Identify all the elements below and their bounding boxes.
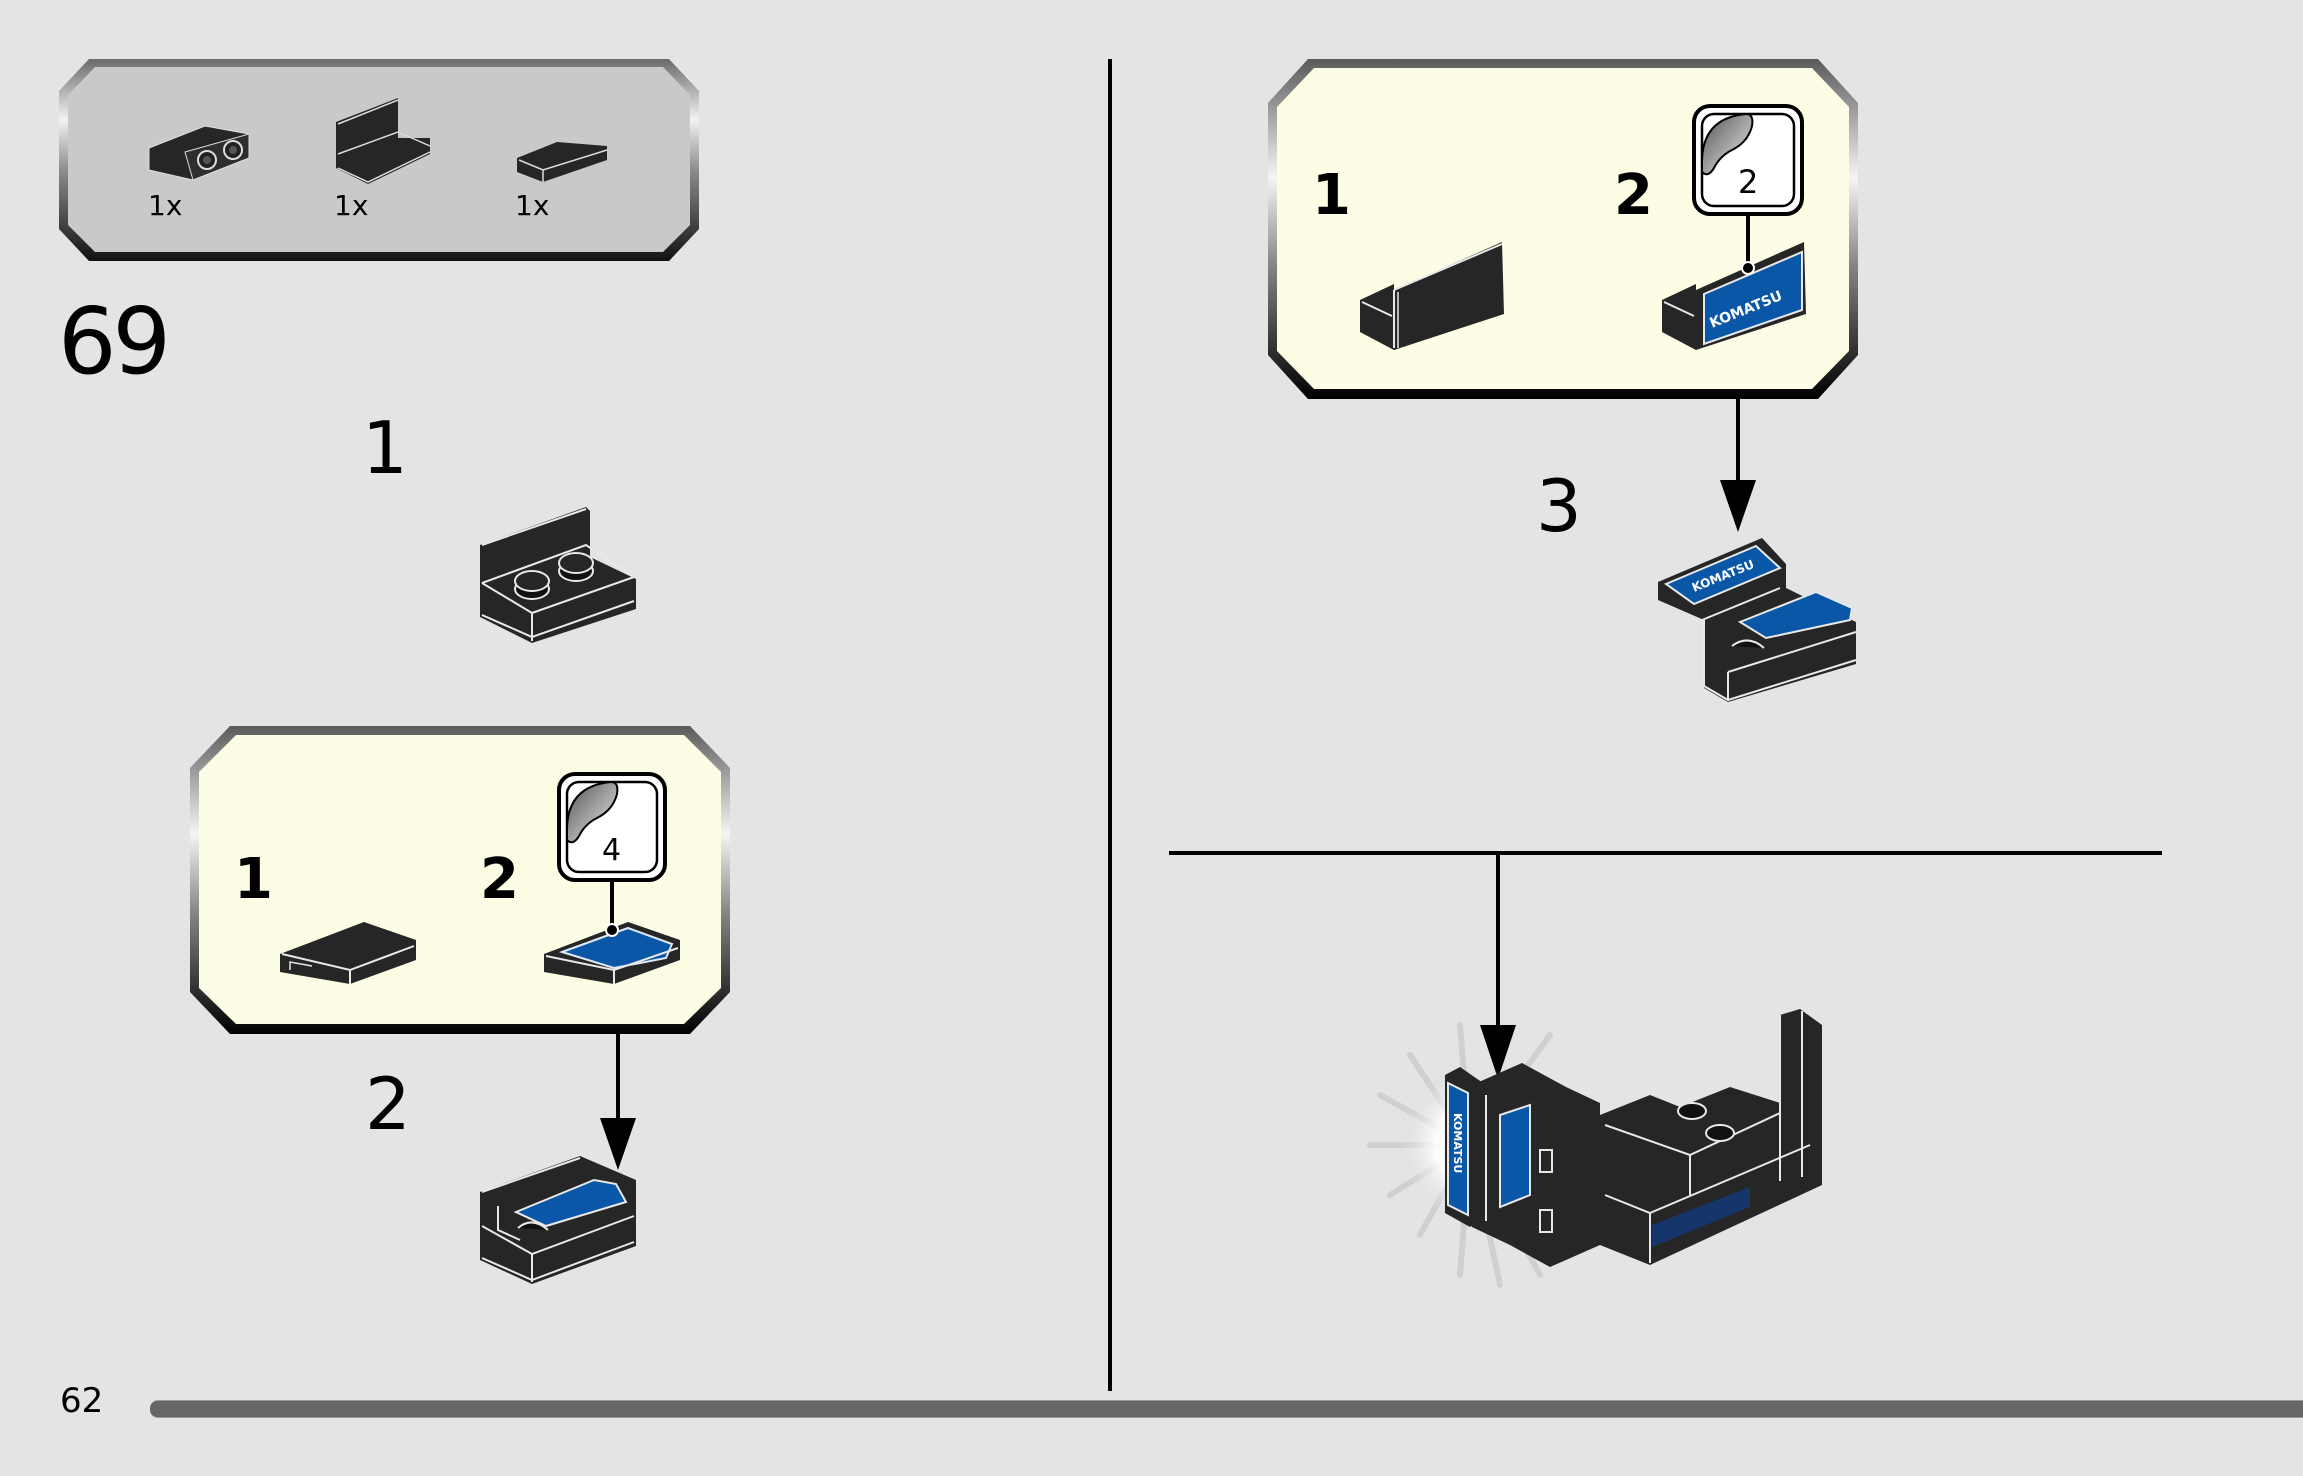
subassembly-step-label: 1 (234, 847, 273, 912)
bracket-brick-icon (480, 507, 636, 643)
step-number: 69 (58, 288, 171, 395)
substep-label: 3 (1536, 464, 1582, 548)
wedge-tile-icon (280, 922, 416, 984)
subassembly-step-label: 1 (1312, 163, 1351, 228)
part-quantity: 1x (148, 189, 183, 222)
sticker-number: 4 (602, 833, 622, 868)
combined-subassembly-icon: KOMATSU (1658, 538, 1857, 702)
subassembly-step-label: 2 (480, 847, 519, 912)
komatsu-logo: KOMATSU (1451, 1113, 1464, 1173)
sticker-number: 2 (1738, 163, 1759, 201)
bracket-with-tile-icon (480, 1156, 636, 1284)
substep-label: 2 (365, 1062, 411, 1146)
wedge-tile-with-sticker-icon (544, 922, 680, 984)
part-quantity: 1x (334, 189, 369, 222)
substep-label: 1 (362, 406, 408, 490)
assembly-arrow-icon (1480, 853, 1516, 1079)
sticker-callout (1692, 104, 1804, 275)
part-quantity: 1x (515, 189, 550, 222)
panel-icon (1360, 242, 1504, 350)
assembly-arrow-icon (1720, 398, 1756, 532)
final-assembly-icon: KOMATSU (1367, 1009, 1822, 1288)
subassembly-step-label: 2 (1614, 163, 1653, 228)
sticker-callout (557, 772, 667, 937)
panel-with-sticker-icon: KOMATSU (1662, 242, 1806, 350)
page-number: 62 (60, 1381, 104, 1421)
column-divider (1108, 59, 1112, 1391)
section-divider (1169, 851, 2162, 855)
part-bracket-icon (148, 125, 250, 181)
part-wedge-tile-icon (517, 142, 608, 182)
assembly-arrow-icon (600, 1032, 636, 1170)
part-panel-icon (336, 98, 431, 184)
progress-bar (150, 1400, 2303, 1418)
